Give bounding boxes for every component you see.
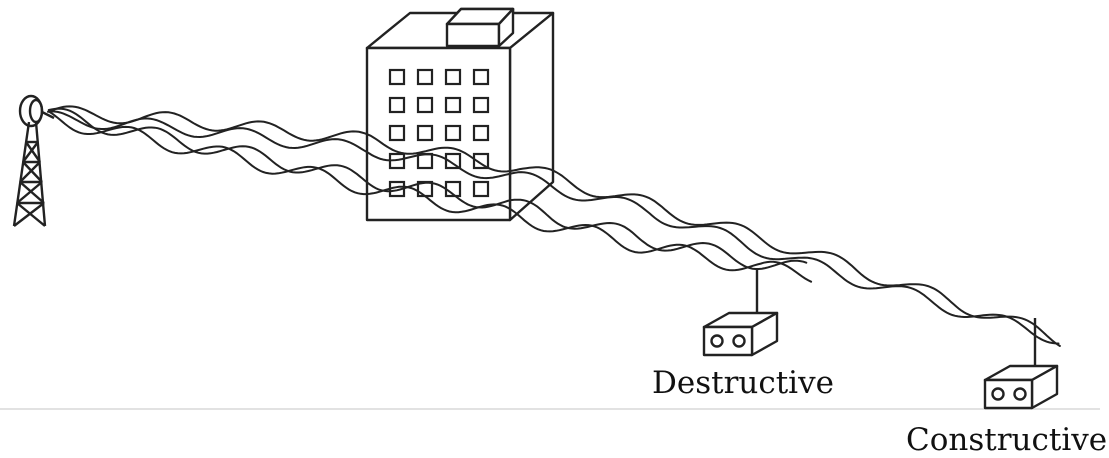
- window: [444, 68, 462, 86]
- window: [472, 152, 490, 170]
- constructive-label: Constructive: [906, 422, 1108, 458]
- window: [472, 96, 490, 114]
- window: [388, 68, 406, 86]
- window: [388, 96, 406, 114]
- window: [472, 124, 490, 142]
- reflected-wave-1: [48, 110, 813, 283]
- window: [416, 124, 434, 142]
- window: [444, 96, 462, 114]
- direct-wave-2: [47, 110, 1060, 345]
- window: [444, 152, 462, 170]
- window: [444, 124, 462, 142]
- window: [472, 180, 490, 198]
- transmitter-tower-icon: [12, 94, 55, 227]
- reflected-wave-2: [47, 107, 808, 270]
- receiver-icon: [702, 268, 779, 357]
- window: [416, 68, 434, 86]
- signal-waves: [47, 105, 1061, 347]
- destructive-label: Destructive: [652, 365, 834, 401]
- receiver-icon: [983, 318, 1059, 410]
- window: [416, 96, 434, 114]
- window: [472, 68, 490, 86]
- window: [388, 124, 406, 142]
